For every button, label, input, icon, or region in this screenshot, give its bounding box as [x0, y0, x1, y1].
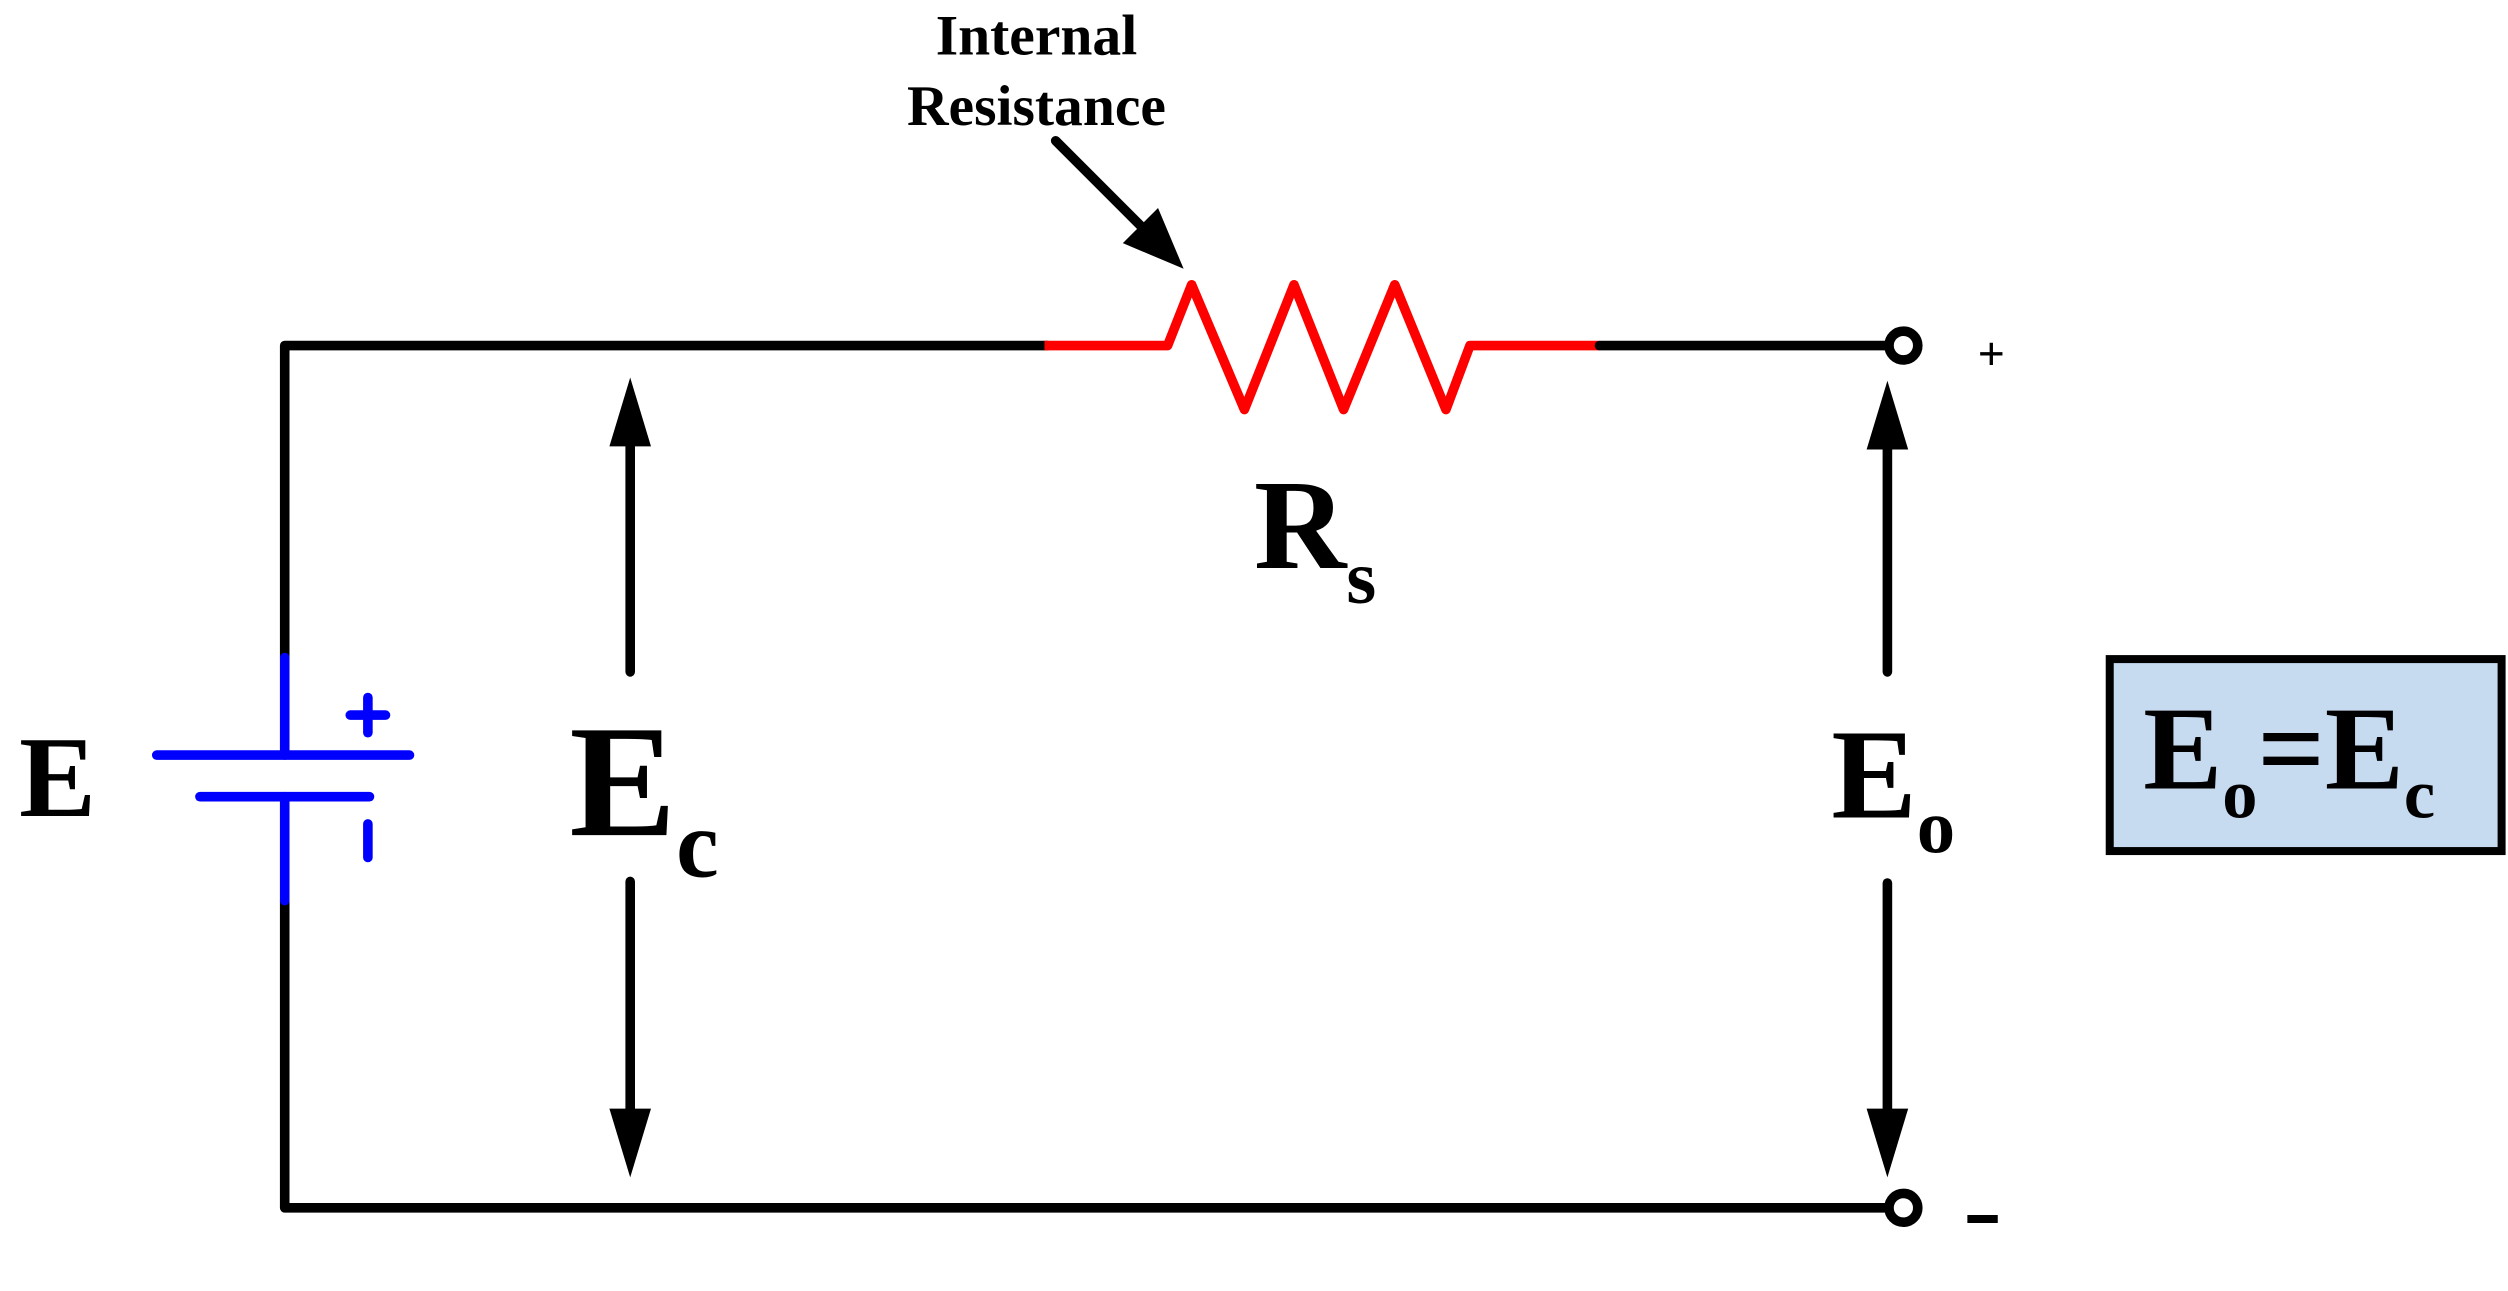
annotation-line1: Internal — [936, 4, 1138, 67]
equation-box: Eo=Ec — [2105, 655, 2506, 856]
bottom-wire — [279, 895, 1897, 1213]
equation-left-sub: o — [2222, 755, 2257, 833]
ec-label: Ec — [569, 692, 718, 898]
eo-arrow-up — [1866, 380, 1909, 677]
equation-right-main: E — [2325, 684, 2404, 815]
equation-left-main: E — [2143, 684, 2222, 815]
battery-symbol — [151, 652, 415, 906]
resistor-symbol — [1044, 279, 1600, 415]
equation-text: Eo=Ec — [2143, 684, 2435, 834]
positive-sign: + — [1978, 328, 2005, 381]
resistor-label: Rs — [1254, 454, 1376, 620]
source-label: E — [19, 713, 96, 841]
annotation-line2: Resistance — [907, 75, 1166, 138]
positive-terminal[interactable] — [1884, 326, 1923, 365]
ec-label-sub: c — [676, 791, 719, 898]
eo-label: Eo — [1831, 703, 1955, 869]
top-wire-left — [279, 340, 1053, 663]
ec-arrow-up — [609, 377, 651, 677]
annotation-arrow — [1050, 135, 1184, 269]
ec-arrow-down — [609, 876, 651, 1178]
eo-label-main: E — [1831, 703, 1916, 845]
eo-arrow-down — [1866, 878, 1909, 1178]
ec-label-main: E — [569, 692, 676, 870]
resistor-label-main: R — [1254, 454, 1348, 596]
equation-right-sub: c — [2404, 755, 2435, 833]
negative-terminal[interactable] — [1884, 1188, 1923, 1228]
eo-label-sub: o — [1917, 785, 1955, 870]
resistor-label-sub: s — [1346, 535, 1376, 620]
equation-equals: = — [2257, 684, 2324, 815]
